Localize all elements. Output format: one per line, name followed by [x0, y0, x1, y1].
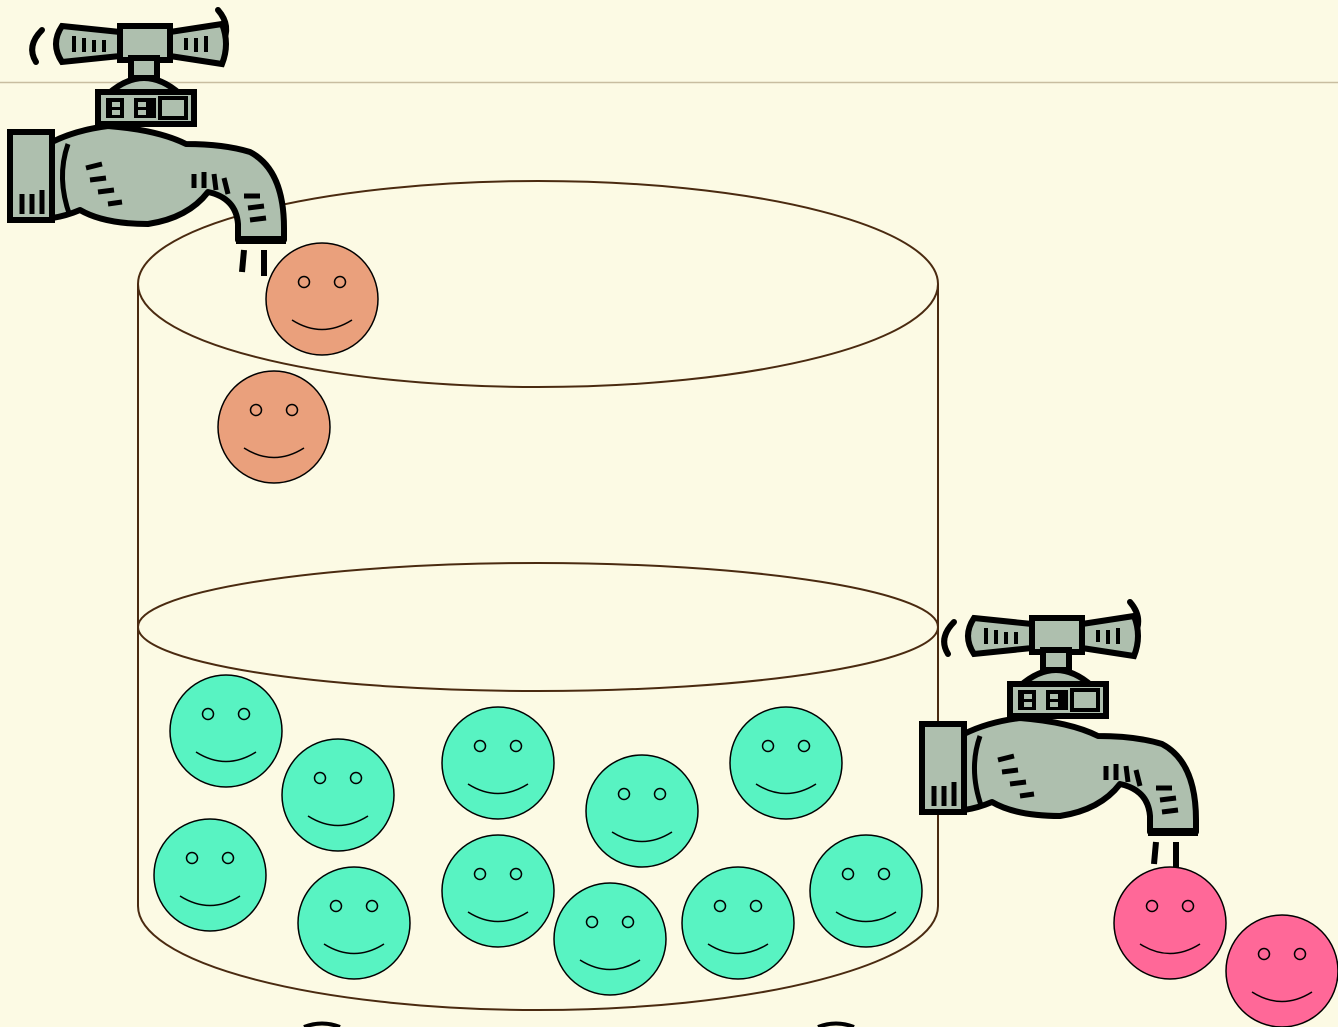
stock-smiley-face [585, 754, 699, 868]
stock-smiley-face [153, 818, 267, 932]
stock-smiley-face [297, 866, 411, 980]
inflow-smiley-face [217, 370, 331, 484]
stock-smiley-face [729, 706, 843, 820]
outflow-faucet-icon [922, 602, 1198, 868]
inflow-smiley-face [265, 242, 379, 356]
stock-smiley-face [681, 866, 795, 980]
stock-smiley-face [809, 834, 923, 948]
stock-smiley-face [441, 706, 555, 820]
stock-smiley-face [169, 674, 283, 788]
outflow-smiley-face [1225, 914, 1338, 1027]
stock-smiley-face [441, 834, 555, 948]
stock-tank [137, 180, 939, 1011]
bottom-arc-left [303, 1021, 341, 1027]
stock-smiley-face [281, 738, 395, 852]
stock-level-surface [137, 562, 939, 692]
inflow-faucet-icon [10, 10, 286, 276]
smiley-faces [153, 242, 1338, 1027]
stock-smiley-face [553, 882, 667, 996]
bottom-arc-right [817, 1021, 855, 1027]
outflow-smiley-face [1113, 866, 1227, 980]
